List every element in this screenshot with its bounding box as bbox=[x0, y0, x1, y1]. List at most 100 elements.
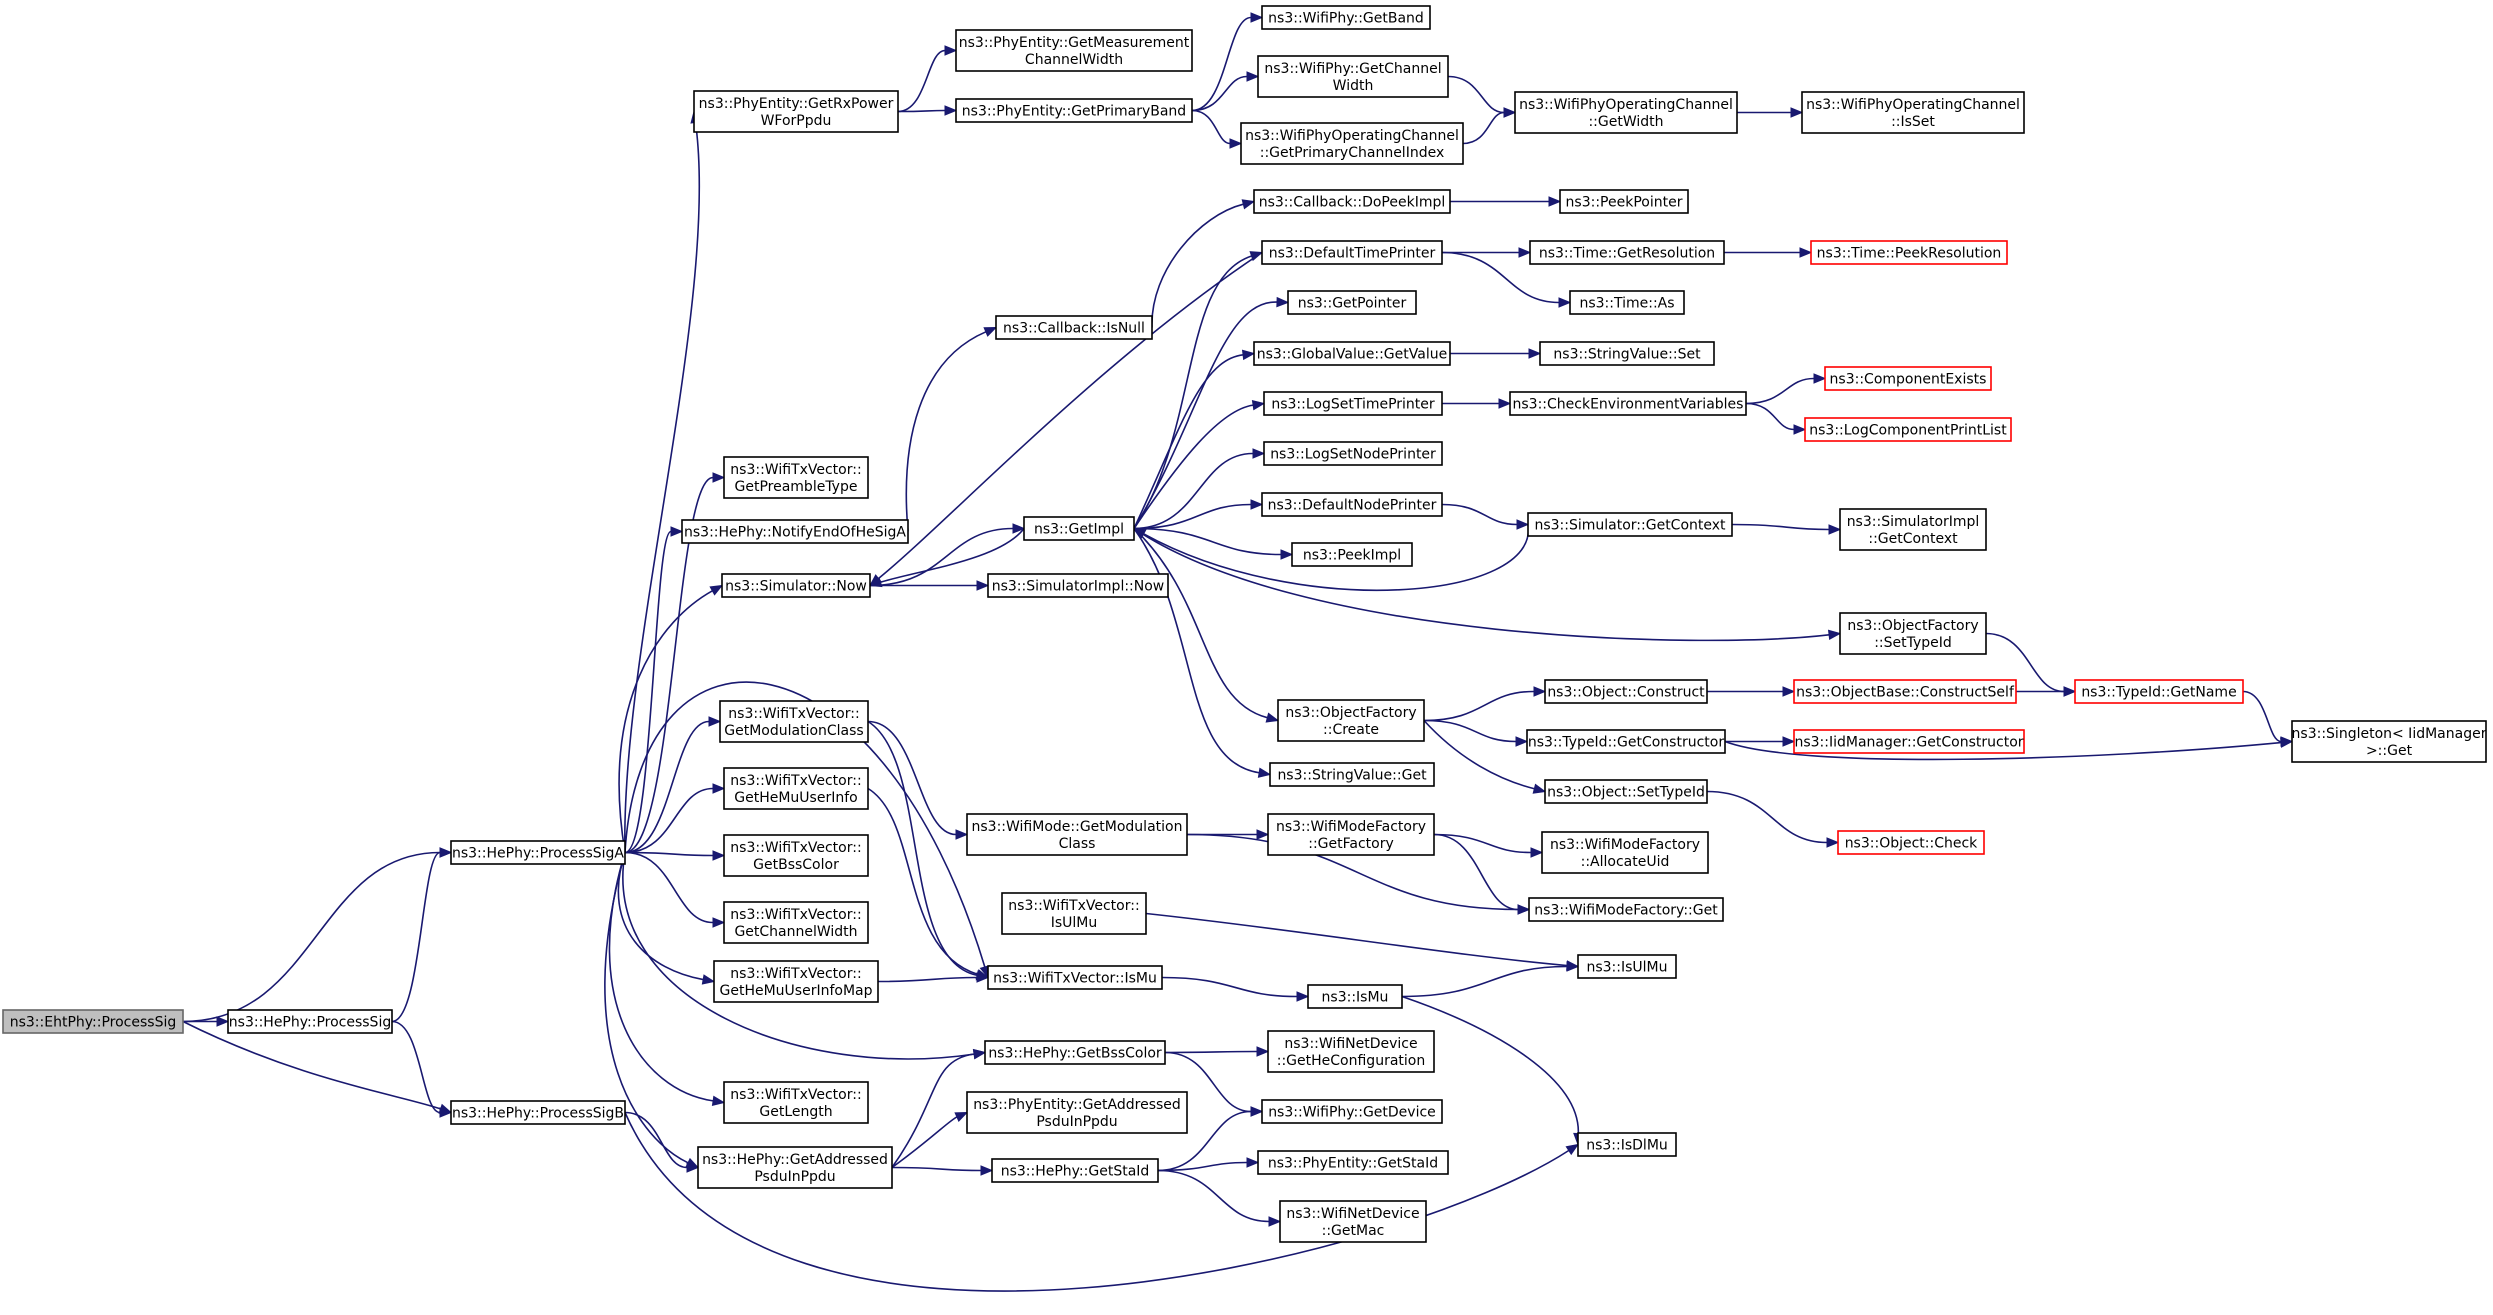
node-hephy-processsig[interactable]: ns3::HePhy::ProcessSig bbox=[227, 1009, 393, 1034]
node-box bbox=[1839, 508, 1987, 551]
node-object-construct[interactable]: ns3::Object::Construct bbox=[1544, 679, 1708, 704]
node-wifitxvector-getbsscolor[interactable]: ns3::WifiTxVector::GetBssColor bbox=[723, 834, 869, 877]
node-simulator-now[interactable]: ns3::Simulator::Now bbox=[721, 573, 871, 598]
node-simulator-getcontext[interactable]: ns3::Simulator::GetContext bbox=[1527, 512, 1733, 537]
edge-simulator_now-to-simulatorimpl_now bbox=[870, 580, 990, 591]
node-time-as[interactable]: ns3::Time::As bbox=[1569, 290, 1685, 315]
node-box bbox=[1544, 779, 1708, 804]
edge-hephy_processsiga-to-wifitxvector_getchannelwidth bbox=[624, 851, 726, 928]
node-time-peekresolution[interactable]: ns3::Time::PeekResolution bbox=[1810, 240, 2008, 265]
node-wifitxvector-ismu[interactable]: ns3::WifiTxVector::IsMu bbox=[987, 965, 1163, 990]
node-box bbox=[1810, 240, 2008, 265]
node-isulmu[interactable]: ns3::IsUlMu bbox=[1577, 954, 1677, 979]
node-wifitxvector-getpreambletype[interactable]: ns3::WifiTxVector::GetPreambleType bbox=[723, 456, 869, 499]
node-wifitxvector-gethemuuserinfo[interactable]: ns3::WifiTxVector::GetHeMuUserInfo bbox=[723, 767, 869, 810]
node-wifimode-getmodclass[interactable]: ns3::WifiMode::GetModulationClass bbox=[966, 813, 1188, 856]
node-iidmanager-getconstructor[interactable]: ns3::IidManager::GetConstructor bbox=[1793, 729, 2025, 754]
node-wifinetdevice-gethecfg[interactable]: ns3::WifiNetDevice::GetHeConfiguration bbox=[1267, 1030, 1435, 1073]
node-simulatorimpl-now[interactable]: ns3::SimulatorImpl::Now bbox=[987, 573, 1169, 598]
node-wifiphy-getchannelwidth[interactable]: ns3::WifiPhy::GetChannelWidth bbox=[1257, 55, 1449, 98]
edge-line bbox=[1133, 527, 1830, 642]
node-wifitxvector-isulmu[interactable]: ns3::WifiTxVector::IsUlMu bbox=[1001, 892, 1147, 935]
node-label: ns3::WifiNetDevice bbox=[1284, 1036, 1417, 1052]
node-globalvalue-getvalue[interactable]: ns3::GlobalValue::GetValue bbox=[1253, 341, 1451, 366]
node-wifiphy-getdevice[interactable]: ns3::WifiPhy::GetDevice bbox=[1261, 1099, 1443, 1124]
node-logsettimeprinter[interactable]: ns3::LogSetTimePrinter bbox=[1263, 391, 1443, 416]
node-wifimodefactory-allocateuid[interactable]: ns3::WifiModeFactory::AllocateUid bbox=[1541, 831, 1709, 874]
node-wifiphyopch-isset[interactable]: ns3::WifiPhyOperatingChannel::IsSet bbox=[1801, 91, 2025, 134]
node-object-settypeid[interactable]: ns3::Object::SetTypeId bbox=[1544, 779, 1708, 804]
node-label: ChannelWidth bbox=[1025, 52, 1123, 68]
node-objectfactory-create[interactable]: ns3::ObjectFactory::Create bbox=[1277, 699, 1425, 742]
node-wifimodefactory-getfactory[interactable]: ns3::WifiModeFactory::GetFactory bbox=[1267, 813, 1435, 856]
node-componentexists[interactable]: ns3::ComponentExists bbox=[1824, 366, 1992, 391]
edge-object_settypeid-to-object_check bbox=[1706, 790, 1840, 848]
arrowhead bbox=[1518, 247, 1532, 258]
edge-hephy_getstaid-to-wifinetdevice_getmac bbox=[1157, 1169, 1282, 1227]
node-object-check[interactable]: ns3::Object::Check bbox=[1837, 830, 1985, 855]
node-box bbox=[1253, 189, 1451, 214]
node-getimpl[interactable]: ns3::GetImpl bbox=[1023, 516, 1135, 541]
node-label: ns3::Object::Check bbox=[1845, 836, 1978, 852]
node-hephy-getbsscolor[interactable]: ns3::HePhy::GetBssColor bbox=[984, 1040, 1166, 1065]
node-hephy-processsigb[interactable]: ns3::HePhy::ProcessSigB bbox=[450, 1100, 626, 1125]
node-logcomponentprintlist[interactable]: ns3::LogComponentPrintList bbox=[1804, 417, 2012, 442]
edge-line bbox=[624, 787, 714, 854]
node-simulatorimpl-getcontext[interactable]: ns3::SimulatorImpl::GetContext bbox=[1839, 508, 1987, 551]
arrowhead bbox=[1548, 196, 1562, 207]
node-peekpointer[interactable]: ns3::PeekPointer bbox=[1559, 189, 1689, 214]
node-objectbase-constructself[interactable]: ns3::ObjectBase::ConstructSelf bbox=[1793, 679, 2017, 704]
node-phyentity-getprimaryband[interactable]: ns3::PhyEntity::GetPrimaryBand bbox=[955, 98, 1193, 123]
edge-typeid_getconstructor-to-iidmanager_getconstructor bbox=[1725, 736, 1796, 747]
node-wifitxvector-getmodclass[interactable]: ns3::WifiTxVector::GetModulationClass bbox=[719, 700, 869, 743]
node-wifiphyopch-getwidth[interactable]: ns3::WifiPhyOperatingChannel::GetWidth bbox=[1514, 91, 1738, 134]
node-typeid-getname[interactable]: ns3::TypeId::GetName bbox=[2074, 679, 2244, 704]
node-box bbox=[991, 1158, 1159, 1183]
node-stringvalue-set[interactable]: ns3::StringValue::Set bbox=[1539, 341, 1715, 366]
edge-defaulttimeprinter-to-simulator_now bbox=[868, 251, 1263, 587]
arrowhead bbox=[972, 1048, 987, 1060]
node-phyentity-getstaid[interactable]: ns3::PhyEntity::GetStaId bbox=[1257, 1150, 1449, 1175]
node-phyentity-getmeasurement[interactable]: ns3::PhyEntity::GetMeasurementChannelWid… bbox=[955, 29, 1193, 72]
node-peekimpl[interactable]: ns3::PeekImpl bbox=[1291, 542, 1413, 567]
node-wifiphyopch-getprimaryidx[interactable]: ns3::WifiPhyOperatingChannel::GetPrimary… bbox=[1240, 122, 1464, 165]
node-wifitxvector-getchannelwidth[interactable]: ns3::WifiTxVector::GetChannelWidth bbox=[723, 901, 869, 944]
node-wifiphy-getband[interactable]: ns3::WifiPhy::GetBand bbox=[1261, 5, 1431, 30]
node-stringvalue-get[interactable]: ns3::StringValue::Get bbox=[1269, 762, 1435, 787]
node-wifinetdevice-getmac[interactable]: ns3::WifiNetDevice::GetMac bbox=[1279, 1200, 1427, 1243]
node-wifimodefactory-get[interactable]: ns3::WifiModeFactory::Get bbox=[1528, 897, 1724, 922]
edge-line bbox=[1433, 833, 1532, 854]
node-typeid-getconstructor[interactable]: ns3::TypeId::GetConstructor bbox=[1526, 729, 1726, 754]
arrowhead bbox=[216, 1016, 230, 1027]
node-hephy-processsiga[interactable]: ns3::HePhy::ProcessSigA bbox=[450, 840, 626, 865]
edge-line bbox=[1433, 833, 1519, 911]
node-box bbox=[1569, 290, 1685, 315]
node-singleton-get[interactable]: ns3::Singleton< IidManager >::Get bbox=[2291, 720, 2487, 763]
node-ismu[interactable]: ns3::IsMu bbox=[1307, 984, 1403, 1009]
node-checkenvvars[interactable]: ns3::CheckEnvironmentVariables bbox=[1509, 391, 1747, 416]
arrowhead bbox=[1229, 138, 1243, 149]
node-defaultnodeprinter[interactable]: ns3::DefaultNodePrinter bbox=[1261, 492, 1443, 517]
node-hephy-notifyendofhesiga[interactable]: ns3::HePhy::NotifyEndOfHeSigA bbox=[681, 519, 909, 544]
edge-line bbox=[1151, 203, 1244, 328]
node-logsetnodeprinter[interactable]: ns3::LogSetNodePrinter bbox=[1263, 441, 1443, 466]
node-time-getresolution[interactable]: ns3::Time::GetResolution bbox=[1529, 240, 1725, 265]
node-callback-dopeekimpl[interactable]: ns3::Callback::DoPeekImpl bbox=[1253, 189, 1451, 214]
node-hephy-getstaid[interactable]: ns3::HePhy::GetStaId bbox=[991, 1158, 1159, 1183]
node-callback-isnull[interactable]: ns3::Callback::IsNull bbox=[995, 315, 1153, 340]
node-defaulttimeprinter[interactable]: ns3::DefaultTimePrinter bbox=[1261, 240, 1443, 265]
node-getpointer[interactable]: ns3::GetPointer bbox=[1287, 290, 1417, 315]
node-wifitxvector-gethemuuserinfomap[interactable]: ns3::WifiTxVector::GetHeMuUserInfoMap bbox=[713, 960, 879, 1003]
edge-line bbox=[1462, 111, 1505, 145]
node-objectfactory-settypeid[interactable]: ns3::ObjectFactory::SetTypeId bbox=[1839, 612, 1987, 655]
arrowhead bbox=[944, 105, 958, 116]
node-box bbox=[2, 1009, 184, 1034]
node-label: ns3::WifiTxVector:: bbox=[1008, 898, 1139, 914]
node-wifitxvector-getlength[interactable]: ns3::WifiTxVector::GetLength bbox=[723, 1081, 869, 1124]
node-isdlmu[interactable]: ns3::IsDlMu bbox=[1577, 1132, 1677, 1157]
edge-objectfactory_create-to-object_construct bbox=[1423, 686, 1547, 722]
arrowhead bbox=[1503, 107, 1517, 118]
